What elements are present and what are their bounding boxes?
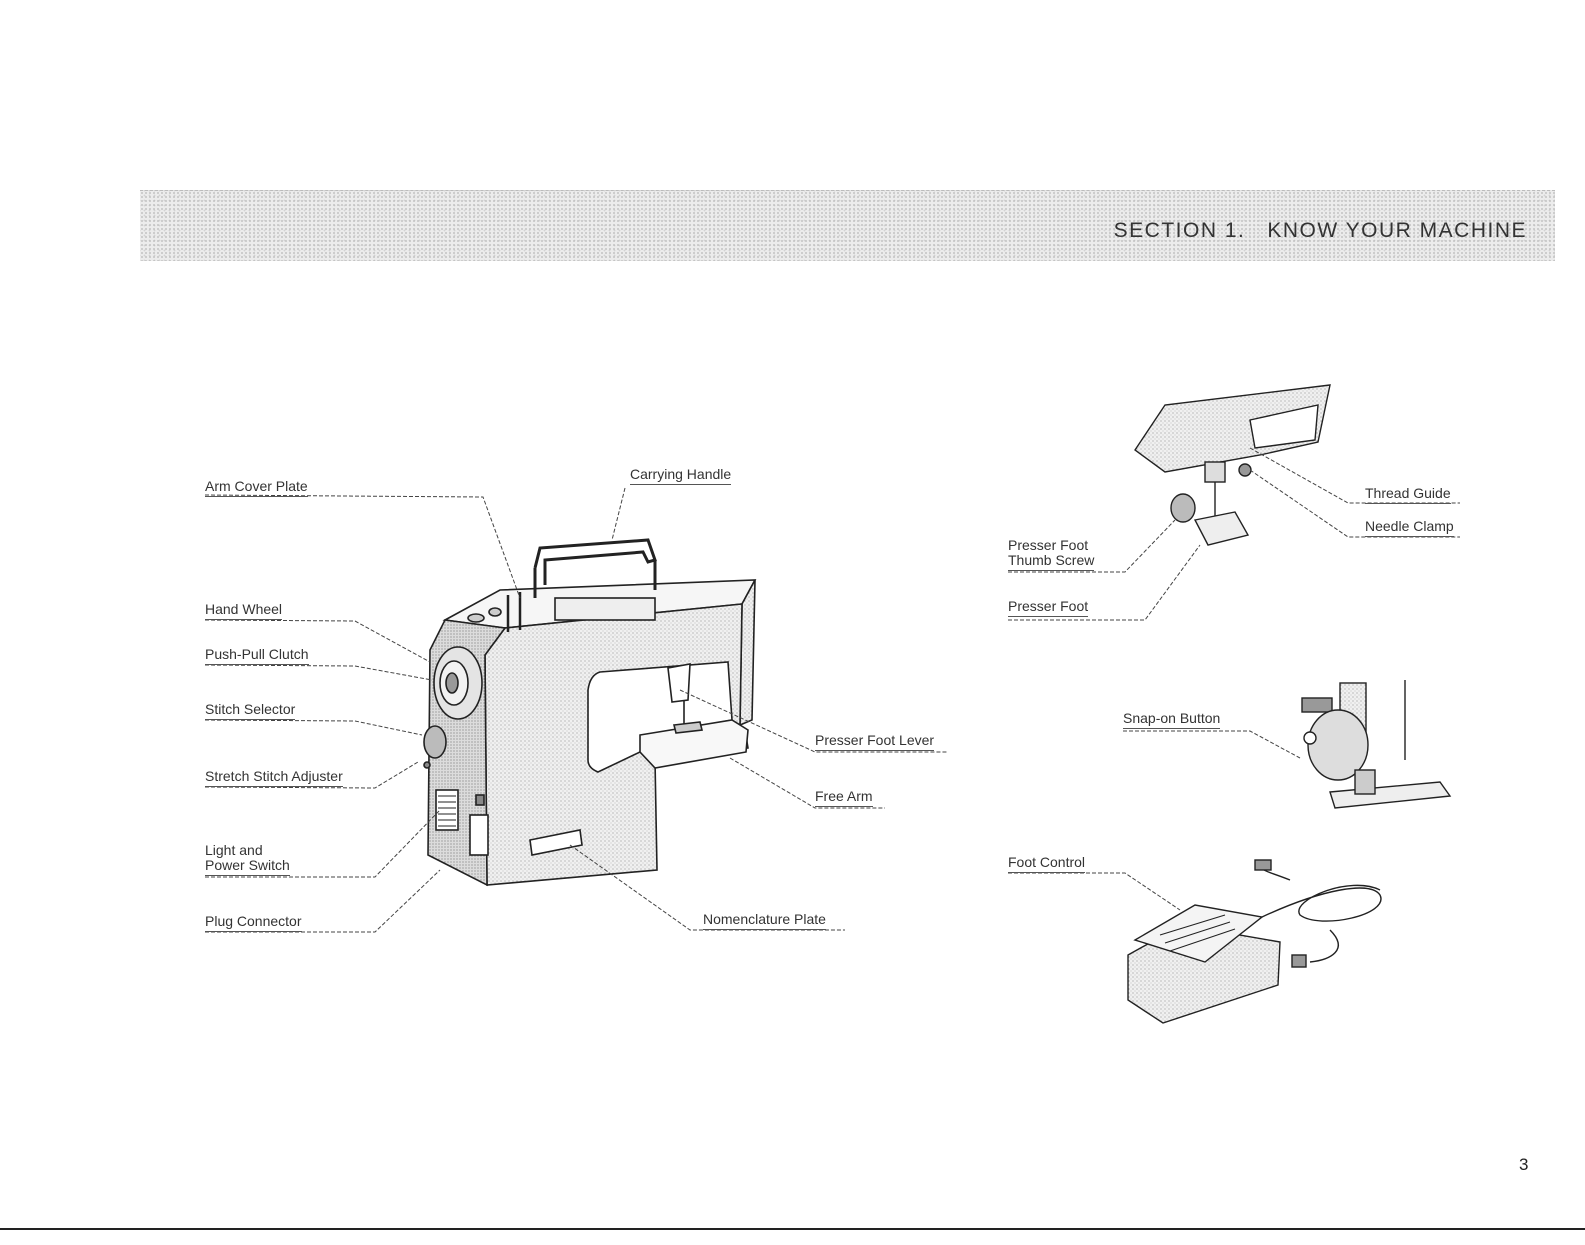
label-presser-foot-lever: Presser Foot Lever <box>815 732 935 751</box>
label-thread-guide: Thread Guide <box>1365 485 1451 504</box>
label-stitch-selector: Stitch Selector <box>205 701 296 720</box>
label-hand-wheel: Hand Wheel <box>205 601 283 620</box>
label-light-and-power-switch-line1: Light and <box>205 842 263 858</box>
label-free-arm: Free Arm <box>815 788 873 807</box>
label-light-and-power-switch: Light and Power Switch <box>205 843 290 876</box>
page-number: 3 <box>1519 1155 1529 1174</box>
label-presser-foot-thumb-screw-line2: Thumb Screw <box>1008 552 1095 568</box>
presser-foot-detail-illustration <box>1134 384 1331 546</box>
label-needle-clamp: Needle Clamp <box>1365 518 1454 537</box>
foot-control-illustration <box>1127 859 1382 1024</box>
snap-on-detail-illustration <box>1301 680 1452 809</box>
label-nomenclature-plate: Nomenclature Plate <box>703 911 826 930</box>
section-title: SECTION 1. KNOW YOUR MACHINE <box>1113 219 1527 242</box>
bottom-rule <box>0 1228 1585 1230</box>
sewing-machine-illustration <box>423 538 757 887</box>
label-stretch-stitch-adjuster: Stretch Stitch Adjuster <box>205 768 343 787</box>
label-presser-foot: Presser Foot <box>1008 598 1089 617</box>
label-presser-foot-thumb-screw: Presser Foot Thumb Screw <box>1008 537 1095 571</box>
label-foot-control: Foot Control <box>1008 854 1086 873</box>
label-light-and-power-switch-line2: Power Switch <box>205 857 290 873</box>
label-arm-cover-plate: Arm Cover Plate <box>205 478 308 497</box>
section-header-banner: SECTION 1. KNOW YOUR MACHINE <box>140 190 1555 261</box>
label-push-pull-clutch: Push-Pull Clutch <box>205 646 309 665</box>
label-carrying-handle: Carrying Handle <box>630 466 732 485</box>
label-plug-connector: Plug Connector <box>205 913 302 932</box>
label-snap-on-button: Snap-on Button <box>1123 710 1221 729</box>
leader-lines <box>204 487 948 933</box>
label-presser-foot-thumb-screw-line1: Presser Foot <box>1008 537 1089 553</box>
